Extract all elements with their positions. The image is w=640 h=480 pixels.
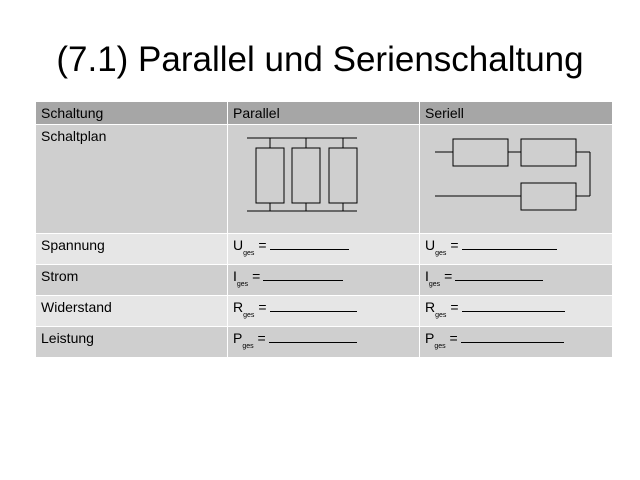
- formula-parallel-spannung: Uges =: [227, 233, 420, 265]
- formula-parallel-strom: Iges =: [227, 264, 420, 296]
- row-label-schaltplan: Schaltplan: [35, 124, 228, 234]
- formula-seriell-strom: Iges =: [419, 264, 613, 296]
- row-label-widerstand: Widerstand: [35, 295, 228, 327]
- answer-blank: [461, 301, 565, 312]
- formula-parallel-widerstand: Rges =: [227, 295, 420, 327]
- answer-blank: [269, 239, 349, 250]
- table-row-strom: Strom Iges = Iges =: [35, 264, 613, 296]
- answer-blank: [461, 239, 557, 250]
- answer-blank: [455, 270, 544, 281]
- formula-seriell-widerstand: Rges =: [419, 295, 613, 327]
- row-label-spannung: Spannung: [35, 233, 228, 265]
- answer-blank: [269, 301, 357, 312]
- table-row-widerstand: Widerstand Rges = Rges =: [35, 295, 613, 327]
- formula-parallel-leistung: Pges =: [227, 326, 420, 358]
- table-row-spannung: Spannung Uges = Uges =: [35, 233, 613, 265]
- row-label-strom: Strom: [35, 264, 228, 296]
- slide-title: (7.1) Parallel und Serienschaltung: [56, 40, 584, 79]
- formula-seriell-spannung: Uges =: [419, 233, 613, 265]
- parallel-circuit-icon: [247, 137, 358, 212]
- answer-blank: [268, 332, 357, 343]
- comparison-table: Schaltung Parallel Seriell Schaltplan: [35, 101, 613, 358]
- table-header-row: Schaltung Parallel Seriell: [35, 101, 613, 125]
- series-circuit-icon: [435, 138, 591, 211]
- parallel-circuit-diagram: [227, 124, 420, 234]
- table-row-schaltplan: Schaltplan: [35, 124, 613, 234]
- answer-blank: [263, 270, 344, 281]
- header-parallel: Parallel: [227, 101, 420, 125]
- row-label-leistung: Leistung: [35, 326, 228, 358]
- answer-blank: [460, 332, 564, 343]
- seriell-circuit-diagram: [419, 124, 613, 234]
- header-schaltung: Schaltung: [35, 101, 228, 125]
- table-row-leistung: Leistung Pges = Pges =: [35, 326, 613, 358]
- formula-seriell-leistung: Pges =: [419, 326, 613, 358]
- header-seriell: Seriell: [419, 101, 613, 125]
